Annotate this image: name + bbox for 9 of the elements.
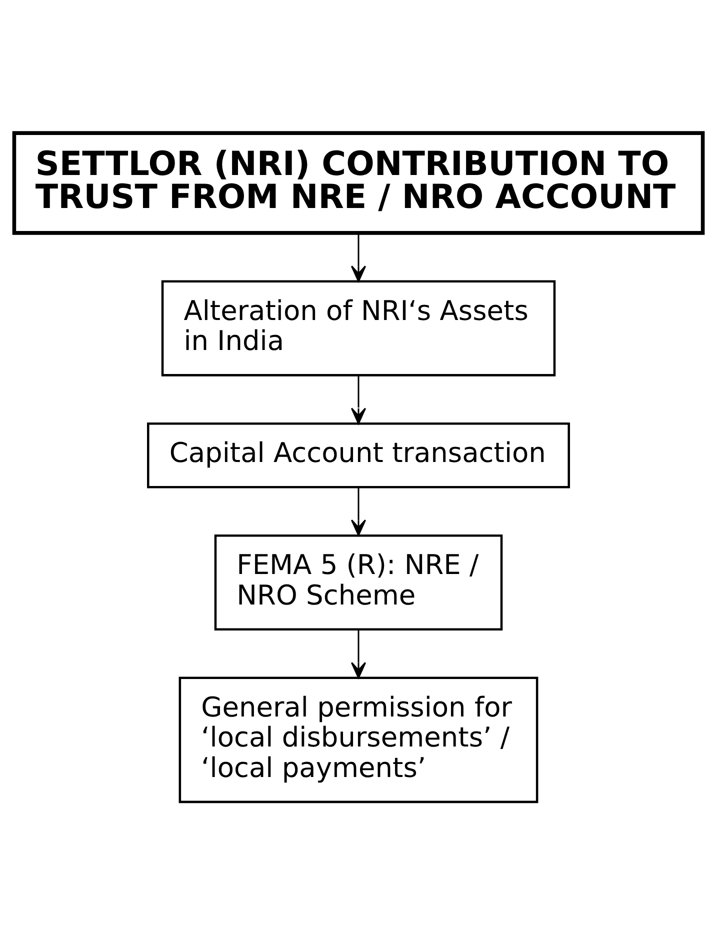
node-box: Alteration of NRI‘s Assets in India bbox=[161, 280, 556, 376]
arrow bbox=[350, 374, 366, 424]
arrow bbox=[350, 487, 366, 536]
node-box: SETTLOR (NRI) CONTRIBUTION TO TRUST FROM NRE / NRO ACCOUNT bbox=[12, 130, 705, 234]
arrow bbox=[350, 629, 366, 678]
node-box: Capital Account transaction bbox=[147, 422, 570, 488]
node-box: FEMA 5 (R): NRE / NRO Scheme bbox=[214, 534, 503, 630]
node-box: General permission for ‘local disbursements’ / ‘local payments’ bbox=[178, 676, 538, 803]
arrow bbox=[350, 232, 366, 282]
